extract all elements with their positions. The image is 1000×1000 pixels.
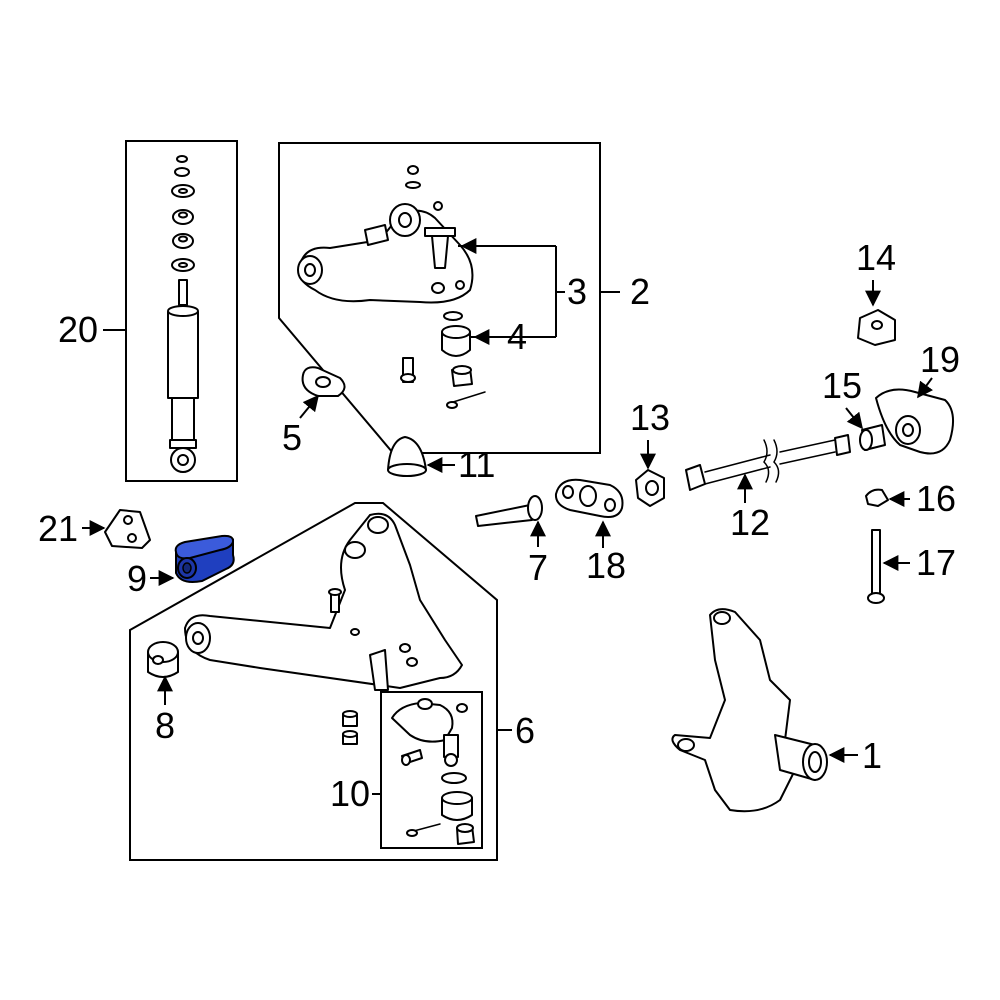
callout-6: 6 xyxy=(515,710,535,751)
shock-group-frame xyxy=(125,140,238,482)
callout-1: 1 xyxy=(862,735,882,776)
callout-7: 7 xyxy=(528,547,548,588)
part-18-bracket xyxy=(554,478,624,548)
part-14-bracket xyxy=(857,280,896,346)
callout-9: 9 xyxy=(127,558,147,599)
part-7-bolt xyxy=(475,495,546,547)
ball-joint-group-frame xyxy=(380,691,483,849)
callout-4: 4 xyxy=(507,316,527,357)
ball-joint-group xyxy=(372,691,483,849)
lower-control-arm-group xyxy=(129,502,512,861)
callout-10: 10 xyxy=(330,773,370,814)
part-1-steering-knuckle xyxy=(671,608,858,813)
callout-12: 12 xyxy=(730,502,770,543)
part-16-nut xyxy=(865,488,910,507)
callout-18: 18 xyxy=(586,545,626,586)
part-11-bump-stop xyxy=(387,436,455,477)
callout-14: 14 xyxy=(856,237,896,278)
lower-arm-nuts xyxy=(342,710,358,745)
lower-control-arm xyxy=(184,512,463,691)
part-12-torsion-bar xyxy=(685,434,851,503)
callout-5: 5 xyxy=(282,417,302,458)
callout-8: 8 xyxy=(155,705,175,746)
part-15-bushing xyxy=(845,407,886,451)
part-13-nut xyxy=(635,440,665,507)
upper-arm-hardware xyxy=(400,357,486,409)
callout-15: 15 xyxy=(822,365,862,406)
callout-3: 3 xyxy=(567,271,587,312)
shock-absorber-group xyxy=(103,140,238,482)
shock-hardware-stack xyxy=(171,155,195,272)
callout-21: 21 xyxy=(38,508,78,549)
upper-arm-bumper xyxy=(441,311,471,357)
upper-arm-group-frame xyxy=(278,142,601,454)
part-21-bracket xyxy=(82,509,151,549)
part-5-plate xyxy=(299,366,346,419)
part-9-bushing-highlighted[interactable] xyxy=(150,534,235,586)
callout-16: 16 xyxy=(916,478,956,519)
callout-19: 19 xyxy=(920,339,960,380)
upper-control-arm xyxy=(297,165,474,304)
upper-control-arm-group xyxy=(278,142,620,454)
callout-11: 11 xyxy=(458,444,495,485)
part-17-bolt xyxy=(867,529,910,604)
callout-13: 13 xyxy=(630,397,670,438)
callout-20: 20 xyxy=(58,309,98,350)
shock-absorber xyxy=(167,279,199,473)
callout-17: 17 xyxy=(916,542,956,583)
callout-labels: 1 2 3 4 5 6 7 8 9 10 11 12 13 14 15 16 1… xyxy=(38,237,960,814)
part-19-anchor-arm xyxy=(875,377,955,455)
lower-arm-group-frame xyxy=(129,502,498,861)
callout-2: 2 xyxy=(630,271,650,312)
part-8-bushing xyxy=(147,641,179,705)
